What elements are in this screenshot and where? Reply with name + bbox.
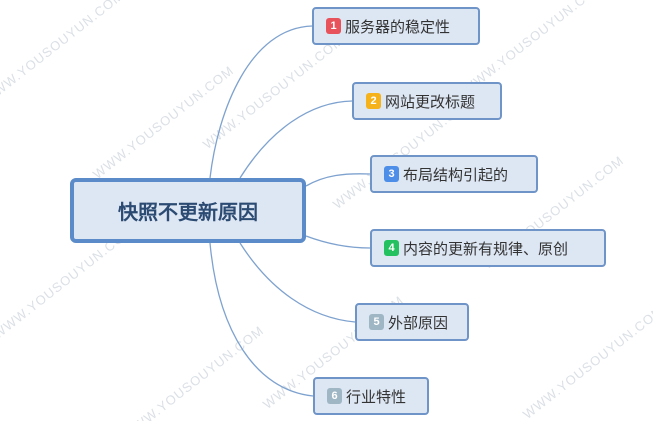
branch-topic-3[interactable]: 3 布局结构引起的 <box>370 155 538 193</box>
branch-label-5: 外部原因 <box>388 313 449 332</box>
connector-line-6 <box>209 242 314 397</box>
branch-label-1: 服务器的稳定性 <box>345 17 451 36</box>
connector-line-5 <box>239 242 356 323</box>
priority-badge-6: 6 <box>327 388 342 404</box>
priority-badge-1: 1 <box>326 18 341 34</box>
branch-topic-6[interactable]: 6 行业特性 <box>313 377 429 415</box>
root-topic[interactable]: 快照不更新原因 <box>70 178 306 243</box>
priority-badge-2: 2 <box>366 93 381 109</box>
branch-label-4: 内容的更新有规律、原创 <box>403 239 569 258</box>
branch-topic-2[interactable]: 2 网站更改标题 <box>352 82 502 120</box>
connector-line-3 <box>305 173 371 187</box>
branch-label-2: 网站更改标题 <box>385 92 476 111</box>
connector-line-1 <box>209 25 313 179</box>
branch-label-3: 布局结构引起的 <box>403 165 509 184</box>
branch-label-6: 行业特性 <box>346 387 407 406</box>
branch-topic-1[interactable]: 1 服务器的稳定性 <box>312 7 480 45</box>
priority-badge-5: 5 <box>369 314 384 330</box>
branch-topic-4[interactable]: 4 内容的更新有规律、原创 <box>370 229 606 267</box>
root-topic-label: 快照不更新原因 <box>118 200 258 224</box>
priority-badge-3: 3 <box>384 166 399 182</box>
connector-line-4 <box>305 235 371 249</box>
branch-topic-5[interactable]: 5 外部原因 <box>355 303 469 341</box>
priority-badge-4: 4 <box>384 240 399 256</box>
connector-line-2 <box>239 100 353 179</box>
